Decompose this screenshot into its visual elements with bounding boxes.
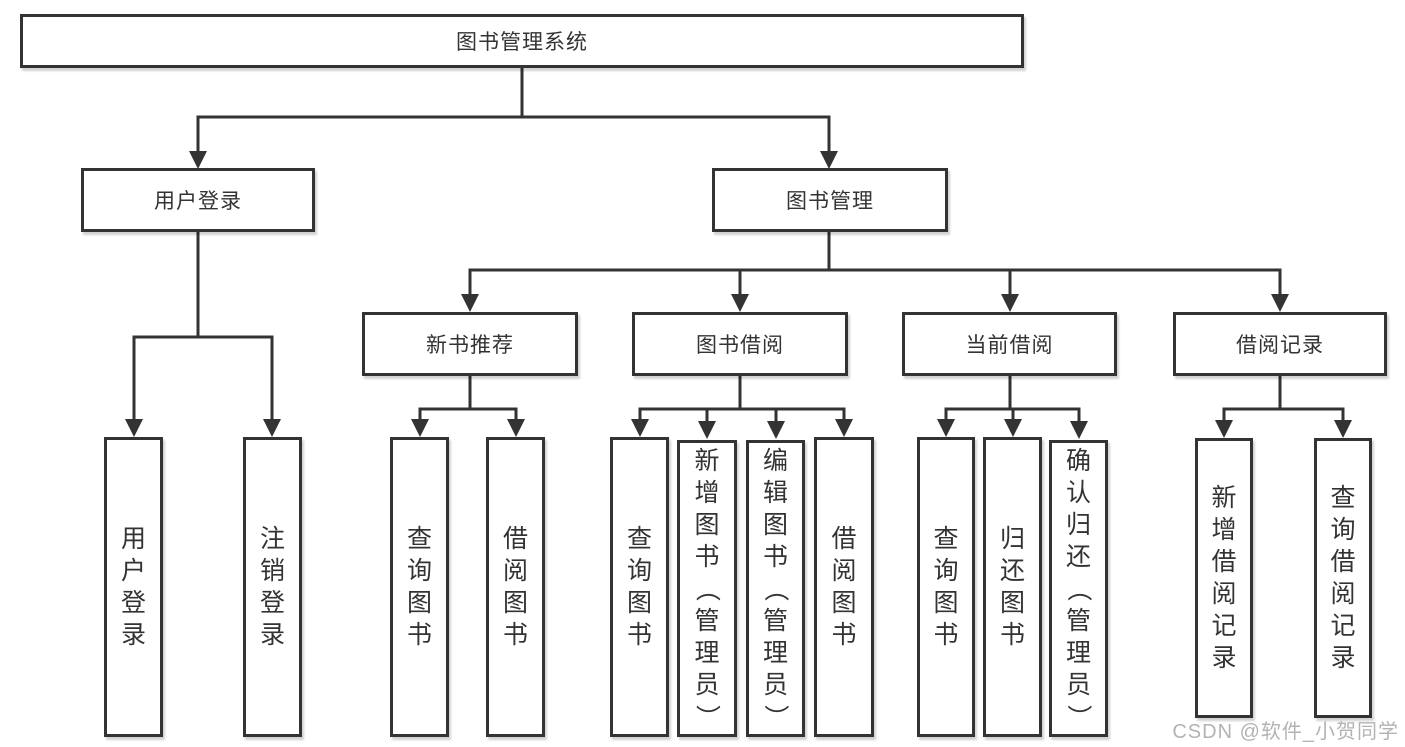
arrow-down-icon [507, 419, 525, 437]
arrow-down-icon [767, 421, 785, 439]
leaf-records-add-borrow-record: 新增借阅记录 [1195, 438, 1253, 718]
leaf-current-confirm-return-admin: 确认归还（管理员） [1049, 440, 1108, 737]
arrow-down-icon [411, 419, 429, 437]
leaf-records-query-borrow-record: 查询借阅记录 [1314, 438, 1372, 718]
arrow-down-icon [937, 419, 955, 437]
arrow-down-icon [125, 419, 143, 437]
node-book-borrowing: 图书借阅 [632, 312, 848, 376]
leaf-borrowing-query-books: 查询图书 [610, 437, 669, 737]
arrow-down-icon [835, 419, 853, 437]
arrow-down-icon [461, 294, 479, 312]
node-book-management: 图书管理 [712, 168, 948, 232]
leaf-user-login: 用户登录 [104, 437, 163, 737]
arrow-down-icon [1004, 419, 1022, 437]
leaf-current-query-books: 查询图书 [917, 437, 975, 737]
arrow-down-icon [1070, 421, 1088, 439]
watermark: CSDN @软件_小贺同学 [1172, 721, 1399, 743]
leaf-borrowing-add-books-admin: 新增图书（管理员） [677, 440, 737, 737]
node-user-login: 用户登录 [81, 168, 315, 232]
leaf-newbook-query-books: 查询图书 [390, 437, 449, 737]
node-library-management-system: 图书管理系统 [20, 14, 1024, 68]
arrow-down-icon [263, 419, 281, 437]
node-current-borrowing: 当前借阅 [902, 312, 1117, 376]
arrow-down-icon [731, 294, 749, 312]
arrow-down-icon [1271, 294, 1289, 312]
arrow-down-icon [189, 151, 207, 169]
leaf-newbook-borrow-books: 借阅图书 [486, 437, 545, 737]
arrow-down-icon [631, 419, 649, 437]
node-borrowing-records: 借阅记录 [1173, 312, 1387, 376]
leaf-borrowing-edit-books-admin: 编辑图书（管理员） [746, 440, 805, 737]
node-new-book-recommendation: 新书推荐 [362, 312, 578, 376]
arrow-down-icon [1001, 294, 1019, 312]
arrow-down-icon [1334, 420, 1352, 438]
leaf-logout-login: 注销登录 [243, 437, 302, 737]
arrow-down-icon [820, 151, 838, 169]
arrow-down-icon [698, 421, 716, 439]
arrow-down-icon [1215, 420, 1233, 438]
leaf-borrowing-borrow-books: 借阅图书 [814, 437, 874, 737]
leaf-current-return-books: 归还图书 [983, 437, 1042, 737]
